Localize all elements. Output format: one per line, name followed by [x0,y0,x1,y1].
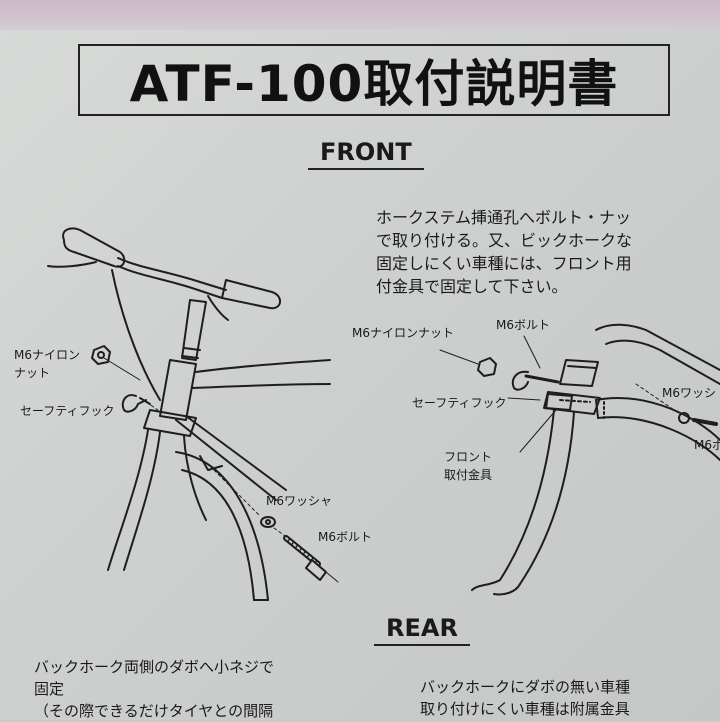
right-safety-hook-label: セーフティフック [412,396,507,410]
right-safety-hook-part [511,370,529,391]
front-instruction-text: ホークステム挿通孔へボルト・ナッ で取り付ける。又、ビックホークな 固定しにくい… [376,208,633,296]
right-bolt-cut-label: M6ボ [694,438,720,452]
background-edge [0,0,720,30]
right-nylon-nut-part [477,357,497,377]
rear-left-instruction-text: バックホーク両側のダボへ小ネジで 固定 （その際できるだけタイヤとの間隔 [34,658,275,720]
left-nylon-nut-label: M6ナイロン ナット [14,348,80,380]
left-safety-hook-label: セーフティフック [20,404,115,418]
safety-hook-part [121,394,147,413]
left-washer-label: M6ワッシャ [266,494,332,508]
washer-part [260,516,276,528]
title-box: ATF-100取付説明書 [78,44,670,116]
right-bolt-label: M6ボルト [496,318,550,332]
nylon-nut-part [91,345,111,365]
left-bolt-label: M6ボルト [318,530,372,544]
page-title: ATF-100取付説明書 [129,55,619,113]
right-front-bracket-label: フロント 取付金具 [444,450,493,482]
front-bracket-part [545,393,573,411]
rear-heading: REAR [374,614,470,646]
right-nylon-nut-label: M6ナイロンナット [352,326,454,340]
front-heading: FRONT [308,138,424,170]
left-grip [62,227,126,268]
rear-right-instruction-text: バックホークにダボの無い車種 取り付けにくい車種は附属金具 [420,678,631,718]
right-grip [221,279,281,310]
right-washer-label: M6ワッシ [662,386,716,400]
right-bolt-part [524,374,560,384]
